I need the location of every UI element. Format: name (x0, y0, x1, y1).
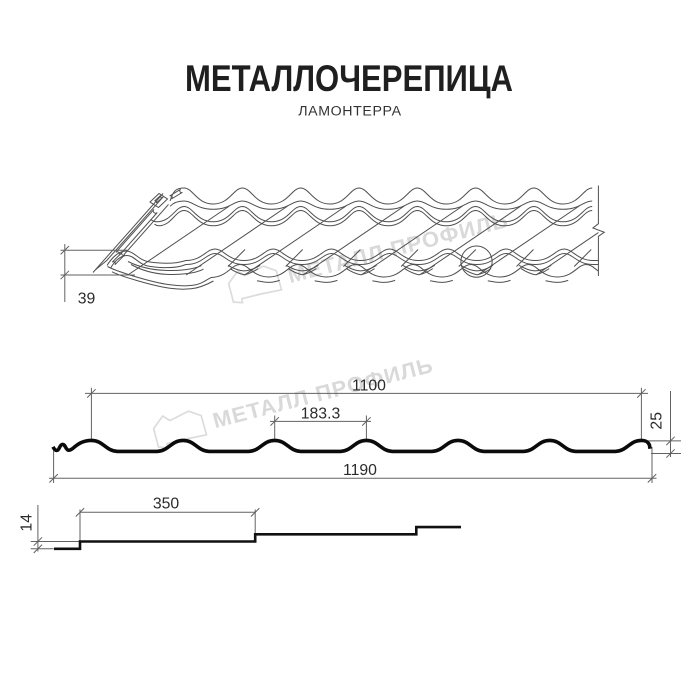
svg-text:183.3: 183.3 (301, 405, 341, 422)
svg-text:1100: 1100 (352, 377, 386, 394)
svg-text:1190: 1190 (343, 462, 377, 479)
svg-text:350: 350 (153, 495, 180, 512)
svg-text:МЕТАЛЛОЧЕРЕПИЦА: МЕТАЛЛОЧЕРЕПИЦА (185, 58, 513, 99)
svg-text:14: 14 (19, 514, 36, 532)
svg-text:25: 25 (649, 412, 666, 430)
svg-text:ЛАМОНТЕРРА: ЛАМОНТЕРРА (298, 104, 401, 120)
svg-text:39: 39 (78, 291, 96, 308)
